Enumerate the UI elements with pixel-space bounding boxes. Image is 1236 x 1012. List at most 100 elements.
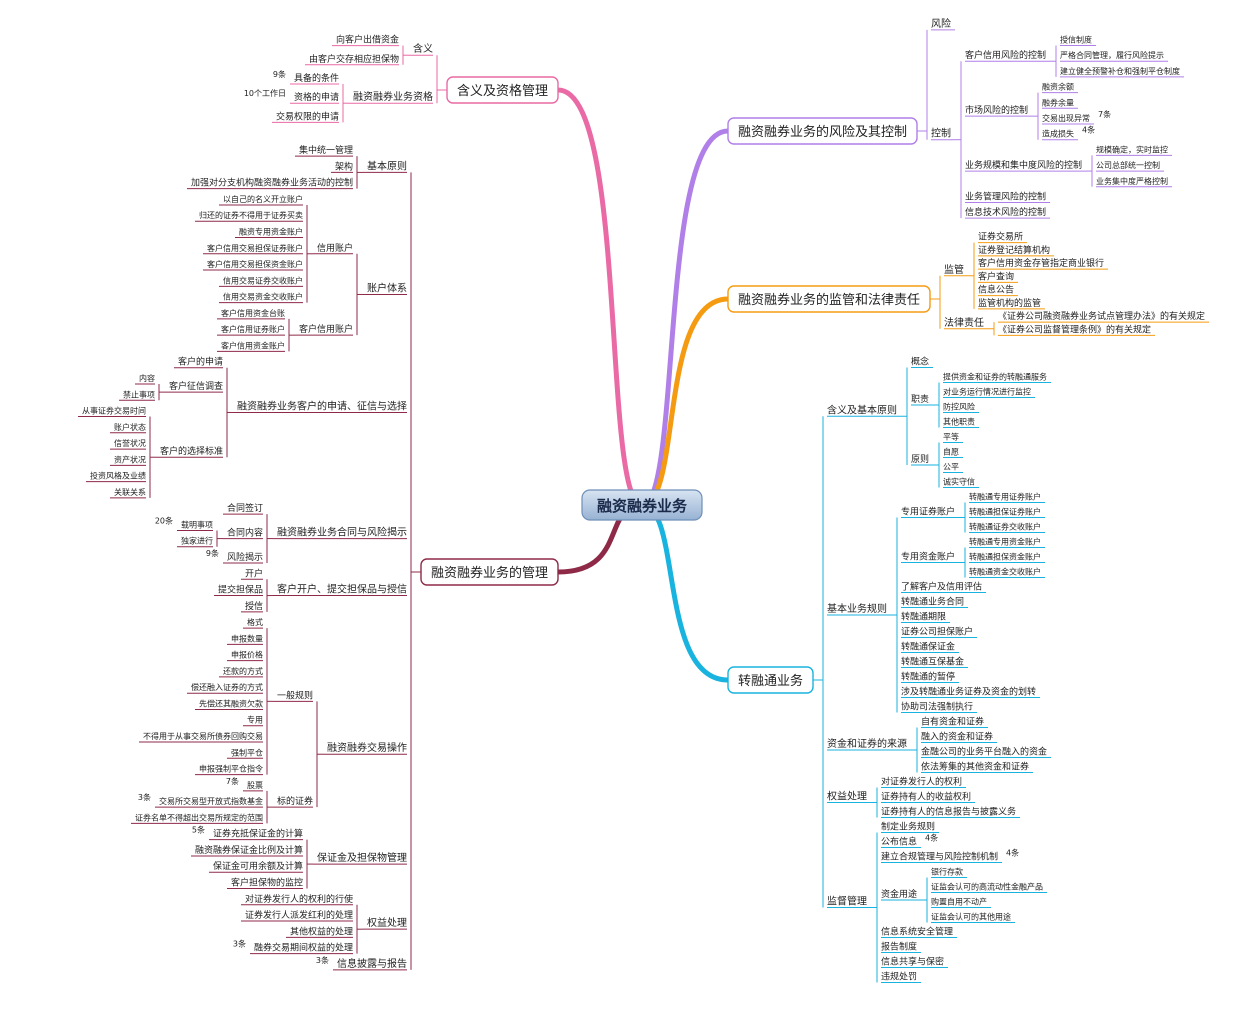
branch-node-label: 不得用于从事交易所债券回购交易 [143, 731, 263, 741]
node-note: 3条 [316, 955, 329, 965]
branch-node-label: 由客户交存相应担保物 [309, 53, 399, 65]
branch-node-label: 证券登记结算机构 [978, 244, 1050, 256]
branch-node-label: 信用交易资金交收账户 [223, 292, 303, 302]
branch-node-label: 专用资金账户 [901, 551, 955, 563]
branch-node-label: 严格合同管理，履行风险提示 [1060, 50, 1164, 60]
node-note: 4条 [1006, 848, 1019, 858]
branch-node-label: 融入的资金和证券 [921, 731, 993, 743]
main-branch-box[interactable] [727, 117, 918, 145]
branch-node-label: 其他权益的处理 [290, 925, 353, 937]
branch-node-label: 申报数量 [231, 633, 263, 643]
branch-node-label: 股票 [247, 781, 263, 790]
branch-node-label: 控制 [931, 127, 951, 140]
branch-node-label: 含义 [413, 42, 433, 55]
branch-node-label: 客户信用风险的控制 [965, 49, 1046, 61]
branch-node-label: 融券交易期间权益的处理 [254, 942, 353, 954]
node-note: 9条 [206, 548, 219, 558]
branch-node-label: 载明事项 [181, 519, 213, 529]
main-branch-label: 融资融券业务的管理 [431, 565, 548, 581]
branch-node-label: 合同签订 [227, 502, 263, 514]
branch-node-label: 证券持有人的信息报告与披露义务 [881, 806, 1016, 818]
branch-node-label: 客户信用资金台账 [221, 308, 285, 318]
branch-node-label: 合同内容 [227, 527, 263, 539]
branch-node-label: 信用交易证券交收账户 [223, 275, 303, 285]
branch-node-label: 融资专用资金账户 [239, 227, 303, 237]
branch-node-label: 融资融券保证金比例及计算 [195, 844, 303, 856]
branch-node-label: 证券充抵保证金的计算 [213, 828, 303, 840]
node-note: 5条 [192, 825, 205, 835]
branch-node-label: 转融通资金交收账户 [969, 567, 1041, 577]
branch-node-label: 信息技术风险的控制 [965, 206, 1046, 218]
branch-node-label: 购置自用不动产 [931, 897, 987, 907]
branch-node-label: 公布信息 [881, 836, 917, 848]
branch-node-label: 银行存款 [931, 867, 963, 877]
node-note: 9条 [273, 69, 286, 79]
branch-node-label: 还款的方式 [223, 666, 263, 676]
branch-node-label: 监督管理 [827, 895, 867, 908]
branch-node-label: 客户的选择标准 [160, 445, 223, 457]
branch-node-label: 业务管理风险的控制 [965, 190, 1046, 202]
branch-node-label: 转融通专用证券账户 [969, 492, 1041, 502]
branch-node-label: 交易所交易型开放式指数基金 [159, 796, 263, 806]
branch-node-label: 具备的条件 [294, 72, 339, 84]
node-note: 3条 [138, 792, 151, 802]
branch-node-label: 独家进行 [181, 536, 213, 546]
branch-node-label: 基本原则 [367, 159, 407, 172]
branch-node-label: 金融公司的业务平台融入的资金 [921, 746, 1047, 758]
branch-node-label: 监管 [944, 263, 964, 276]
branch-node-label: 证券交易所 [978, 231, 1023, 243]
branch-node-label: 造成损失 [1042, 129, 1074, 139]
branch-node-label: 转融通的暂停 [901, 671, 955, 683]
branch-node-label: 对证券发行人的权利 [881, 776, 962, 788]
branch-node-label: 开户 [245, 567, 263, 579]
branch-node-label: 客户开户、提交担保品与授信 [277, 583, 407, 596]
branch-node-label: 自愿 [943, 447, 959, 457]
branch-node-label: 建立合规管理与风险控制机制 [881, 851, 998, 863]
branch-node-label: 向客户出借资金 [336, 34, 399, 46]
branch-node-label: 投资风格及业绩 [90, 471, 146, 481]
branch-node-label: 违规处罚 [881, 971, 917, 983]
branch-node-label: 转融通业务合同 [901, 596, 964, 608]
branch-node-label: 《证券公司监督管理条例》的有关规定 [998, 323, 1151, 335]
branch-node-label: 信誉状况 [114, 438, 146, 448]
branch-node-label: 申报价格 [231, 650, 263, 660]
node-note: 4条 [1082, 125, 1095, 135]
branch-node-label: 制定业务规则 [881, 821, 935, 833]
branch-node-label: 风险 [931, 17, 951, 30]
branch-node-label: 转融通证券交收账户 [969, 522, 1041, 532]
branch-node-label: 市场风险的控制 [965, 104, 1028, 116]
branch-node-label: 报告制度 [881, 941, 917, 953]
main-branch-box[interactable] [446, 76, 559, 104]
branch-node-label: 客户信用交易担保证券账户 [207, 243, 303, 253]
main-branch-label: 融资融券业务的监管和法律责任 [738, 292, 920, 308]
branch-node-label: 内容 [139, 373, 155, 383]
branch-node-label: 风险揭示 [227, 551, 263, 563]
node-note: 3条 [233, 939, 246, 949]
branch-node-label: 客户查询 [978, 270, 1014, 282]
branch-node-label: 权益处理 [827, 790, 867, 803]
branch-node-label: 信息系统安全管理 [881, 926, 953, 938]
root-node-label: 融资融券业务 [597, 497, 688, 515]
branch-node-label: 归还的证券不得用于证券买卖 [199, 210, 303, 220]
branch-node-label: 一般规则 [277, 689, 313, 701]
branch-node-label: 业务集中度严格控制 [1096, 176, 1168, 186]
branch-node-label: 法律责任 [944, 316, 984, 329]
main-branch-box[interactable] [727, 666, 814, 694]
branch-node-label: 证券持有人的收益权利 [881, 791, 971, 803]
branch-node-label: 概念 [911, 356, 929, 368]
branch-node-label: 平等 [943, 432, 959, 442]
main-branch-box[interactable] [420, 558, 559, 586]
branch-node-label: 其他职责 [943, 417, 975, 427]
main-branch-box[interactable] [727, 285, 931, 313]
branch-node-label: 证券名单不得超出交易所规定的范围 [135, 812, 263, 822]
branch-node-label: 《证券公司融资融券业务试点管理办法》的有关规定 [998, 310, 1205, 322]
branch-node-label: 交易权限的申请 [276, 110, 339, 122]
root-node[interactable] [581, 489, 703, 521]
branch-node-label: 权益处理 [367, 916, 407, 929]
branch-node-label: 标的证券 [277, 795, 313, 807]
branch-node-label: 强制平仓 [231, 747, 263, 757]
branch-node-label: 加强对分支机构融资融券业务活动的控制 [191, 177, 353, 189]
branch-node-label: 账户状态 [114, 422, 146, 432]
main-branch-label: 含义及资格管理 [457, 83, 548, 99]
